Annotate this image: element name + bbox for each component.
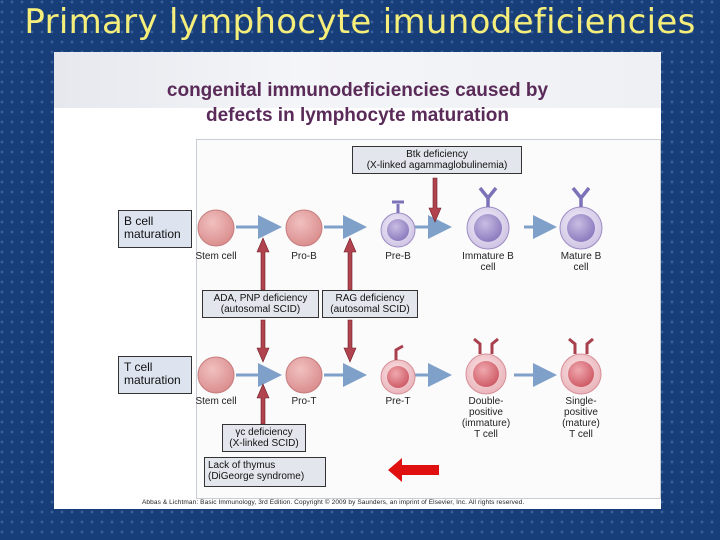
double-positive-label: Double- positive (immature) T cell bbox=[461, 396, 511, 440]
rag-deficiency-box: RAG deficiency (autosomal SCID) bbox=[322, 290, 418, 318]
figure-heading: congenital immunodeficiencies caused by … bbox=[54, 78, 661, 128]
single-positive-label: Single- positive (mature) T cell bbox=[562, 396, 600, 440]
t-stem-cell-label: Stem cell bbox=[195, 396, 237, 407]
heading-line-1: congenital immunodeficiencies caused by bbox=[166, 80, 549, 101]
mature-b-label: Mature B cell bbox=[560, 251, 602, 273]
ada-up-arrow-b bbox=[256, 237, 270, 291]
pre-t-cell bbox=[380, 344, 416, 395]
block-arrows bbox=[256, 177, 442, 425]
figure: congenital immunodeficiencies caused by … bbox=[54, 52, 661, 509]
pro-b-cell bbox=[285, 209, 323, 247]
slide-title: Primary lymphocyte imunodeficiencies bbox=[24, 2, 696, 42]
ada-pnp-deficiency-box: ADA, PNP deficiency (autosomal SCID) bbox=[202, 290, 319, 318]
pre-t-label: Pre-T bbox=[385, 396, 411, 407]
btk-deficiency-box: Btk deficiency (X-linked agammaglobuline… bbox=[352, 146, 522, 174]
double-positive-t-cell bbox=[465, 337, 507, 395]
b-cell-maturation-label: B cell maturation bbox=[118, 210, 192, 248]
t-cell-maturation-label: T cell maturation bbox=[118, 356, 192, 394]
pro-t-cell bbox=[285, 356, 323, 394]
figure-header-band bbox=[54, 52, 661, 108]
btk-block-arrow bbox=[428, 177, 442, 223]
t-stem-cell bbox=[197, 356, 235, 394]
immature-b-cell bbox=[466, 186, 510, 250]
heading-line-2: defects in lymphocyte maturation bbox=[205, 105, 509, 126]
pre-b-label: Pre-B bbox=[385, 251, 411, 262]
b-stem-cell-label: Stem cell bbox=[195, 251, 237, 262]
pro-b-label: Pro-B bbox=[291, 251, 317, 262]
figure-credit: Abbas & Lichtman: Basic Immunology, 3rd … bbox=[142, 499, 525, 506]
thymus-highlight-arrow bbox=[388, 458, 439, 482]
pro-t-label: Pro-T bbox=[291, 396, 317, 407]
diagram-graphics bbox=[197, 177, 603, 482]
immature-b-label: Immature B cell bbox=[462, 251, 514, 273]
rag-down-arrow-t bbox=[343, 319, 357, 363]
gamma-c-deficiency-box: γc deficiency (X-linked SCID) bbox=[222, 424, 306, 452]
rag-up-arrow-b bbox=[343, 237, 357, 291]
pre-b-cell bbox=[380, 200, 416, 248]
single-positive-t-cell bbox=[560, 337, 602, 395]
thymus-deficiency-box: Lack of thymus (DiGeorge syndrome) bbox=[204, 457, 326, 487]
gamma-c-up-arrow bbox=[256, 383, 270, 425]
ada-down-arrow-t bbox=[256, 319, 270, 363]
b-stem-cell bbox=[197, 209, 235, 247]
mature-b-cell bbox=[559, 186, 603, 250]
